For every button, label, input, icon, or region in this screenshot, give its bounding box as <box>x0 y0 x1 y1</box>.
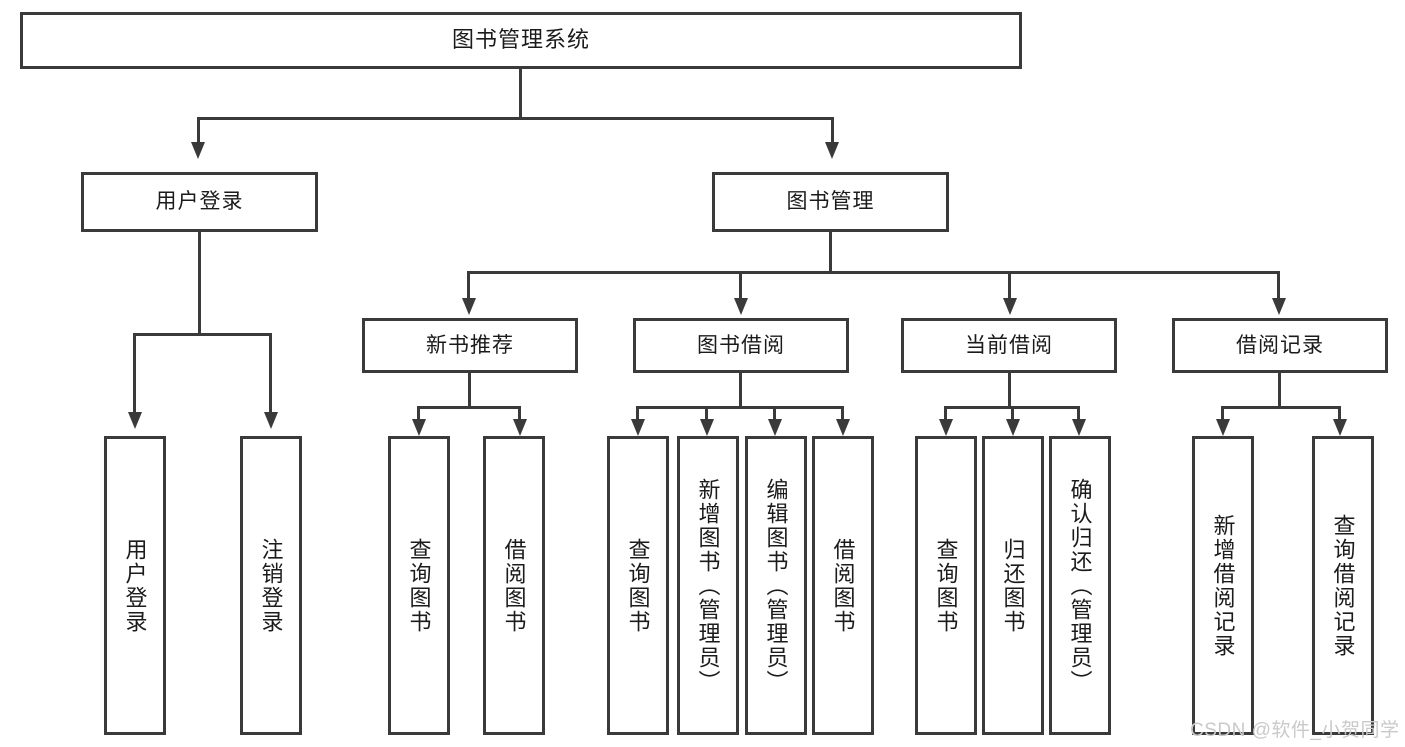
node-label: 查询图书 <box>625 537 651 634</box>
connector-borrow-record-bar <box>1221 406 1341 409</box>
leaf-book-borrow-3[interactable]: 编辑图书（管理员） <box>745 436 807 735</box>
arrowhead-bb-to-leaf-4 <box>836 419 850 436</box>
arrowhead-bm-to-current-borrow <box>1003 298 1017 315</box>
connector-root-stem <box>519 69 522 117</box>
node-label: 确认归还（管理员） <box>1067 477 1093 694</box>
connector-new-book-stem <box>468 373 471 408</box>
node-label: 新增图书（管理员） <box>695 477 721 694</box>
connector-root-to-user-login <box>197 117 200 146</box>
arrowhead-cb-to-leaf-1 <box>939 419 953 436</box>
arrowhead-cb-to-leaf-3 <box>1072 419 1086 436</box>
connector-bm-to-borrow-record <box>1277 271 1280 302</box>
node-root-book-management-system[interactable]: 图书管理系统 <box>20 12 1022 69</box>
node-label: 新书推荐 <box>426 333 514 357</box>
connector-user-login-bar <box>133 333 269 336</box>
connector-br-to-leaf-2 <box>1338 406 1341 422</box>
arrowhead-bb-to-leaf-2 <box>700 419 714 436</box>
connector-borrow-record-stem <box>1278 373 1281 408</box>
connector-bm-to-book-borrow <box>739 271 742 302</box>
node-label: 借阅图书 <box>830 537 856 634</box>
connector-bb-to-leaf-2 <box>705 406 708 422</box>
arrowhead-root-to-user-login <box>191 142 205 159</box>
connector-user-login-to-leaf-1 <box>133 333 136 415</box>
connector-cb-to-leaf-2 <box>1011 406 1014 422</box>
arrowhead-user-login-to-leaf-1 <box>128 412 142 429</box>
node-label: 当前借阅 <box>965 333 1053 357</box>
node-book-management[interactable]: 图书管理 <box>712 172 949 232</box>
connector-new-book-bar <box>417 406 521 409</box>
node-borrow-record[interactable]: 借阅记录 <box>1172 318 1388 373</box>
arrowhead-br-to-leaf-2 <box>1333 419 1347 436</box>
connector-bm-to-current-borrow <box>1008 271 1011 302</box>
connector-bb-to-leaf-1 <box>636 406 639 422</box>
connector-new-book-to-leaf-1 <box>417 406 420 422</box>
node-label: 查询图书 <box>933 537 959 634</box>
leaf-new-book-1[interactable]: 查询图书 <box>388 436 450 735</box>
node-label: 图书借阅 <box>697 333 785 357</box>
connector-br-to-leaf-1 <box>1221 406 1224 422</box>
node-new-book-recommend[interactable]: 新书推荐 <box>362 318 578 373</box>
leaf-user-login-2[interactable]: 注销登录 <box>240 436 302 735</box>
node-label: 图书管理系统 <box>451 27 590 53</box>
arrowhead-bm-to-borrow-record <box>1272 298 1286 315</box>
connector-cb-to-leaf-3 <box>1077 406 1080 422</box>
arrowhead-root-to-book-management <box>825 142 839 159</box>
node-label: 新增借阅记录 <box>1210 513 1236 658</box>
connector-book-borrow-stem <box>739 373 742 408</box>
connector-bm-to-new-book <box>467 271 470 302</box>
leaf-book-borrow-2[interactable]: 新增图书（管理员） <box>677 436 739 735</box>
node-label: 用户登录 <box>122 537 148 634</box>
leaf-borrow-record-2[interactable]: 查询借阅记录 <box>1312 436 1374 735</box>
arrowhead-cb-to-leaf-2 <box>1006 419 1020 436</box>
connector-user-login-to-leaf-2 <box>269 333 272 415</box>
connector-cb-to-leaf-1 <box>944 406 947 422</box>
leaf-book-borrow-4[interactable]: 借阅图书 <box>812 436 874 735</box>
node-user-login[interactable]: 用户登录 <box>81 172 318 232</box>
arrowhead-user-login-to-leaf-2 <box>264 412 278 429</box>
csdn-watermark: CSDN @软件_小贺同学 <box>1190 715 1399 742</box>
leaf-current-borrow-2[interactable]: 归还图书 <box>982 436 1044 735</box>
node-label: 查询图书 <box>406 537 432 634</box>
node-label: 归还图书 <box>1000 537 1026 634</box>
connector-current-borrow-stem <box>1008 373 1011 408</box>
leaf-borrow-record-1[interactable]: 新增借阅记录 <box>1192 436 1254 735</box>
leaf-current-borrow-1[interactable]: 查询图书 <box>915 436 977 735</box>
connector-bb-to-leaf-3 <box>773 406 776 422</box>
arrowhead-new-book-to-leaf-2 <box>513 419 527 436</box>
connector-book-management-bar <box>467 271 1280 274</box>
arrowhead-new-book-to-leaf-1 <box>412 419 426 436</box>
node-label: 编辑图书（管理员） <box>763 477 789 694</box>
leaf-user-login-1[interactable]: 用户登录 <box>104 436 166 735</box>
arrowhead-bm-to-book-borrow <box>734 298 748 315</box>
connector-new-book-to-leaf-2 <box>518 406 521 422</box>
node-label: 注销登录 <box>258 537 284 634</box>
connector-user-login-stem <box>198 232 201 336</box>
node-label: 用户登录 <box>155 190 244 214</box>
connector-book-management-stem <box>829 232 832 274</box>
connector-root-bar <box>197 117 834 120</box>
node-label: 借阅记录 <box>1236 333 1324 357</box>
node-current-borrow[interactable]: 当前借阅 <box>901 318 1117 373</box>
arrowhead-bm-to-new-book <box>462 298 476 315</box>
leaf-book-borrow-1[interactable]: 查询图书 <box>607 436 669 735</box>
node-book-borrow[interactable]: 图书借阅 <box>633 318 849 373</box>
connector-root-to-book-management <box>831 117 834 146</box>
arrowhead-bb-to-leaf-3 <box>768 419 782 436</box>
arrowhead-br-to-leaf-1 <box>1216 419 1230 436</box>
node-label: 图书管理 <box>786 190 875 214</box>
leaf-current-borrow-3[interactable]: 确认归还（管理员） <box>1049 436 1111 735</box>
leaf-new-book-2[interactable]: 借阅图书 <box>483 436 545 735</box>
node-label: 查询借阅记录 <box>1330 513 1356 658</box>
arrowhead-bb-to-leaf-1 <box>631 419 645 436</box>
connector-bb-to-leaf-4 <box>841 406 844 422</box>
node-label: 借阅图书 <box>501 537 527 634</box>
connector-book-borrow-bar <box>636 406 844 409</box>
watermark-text: CSDN @软件_小贺同学 <box>1190 720 1400 741</box>
